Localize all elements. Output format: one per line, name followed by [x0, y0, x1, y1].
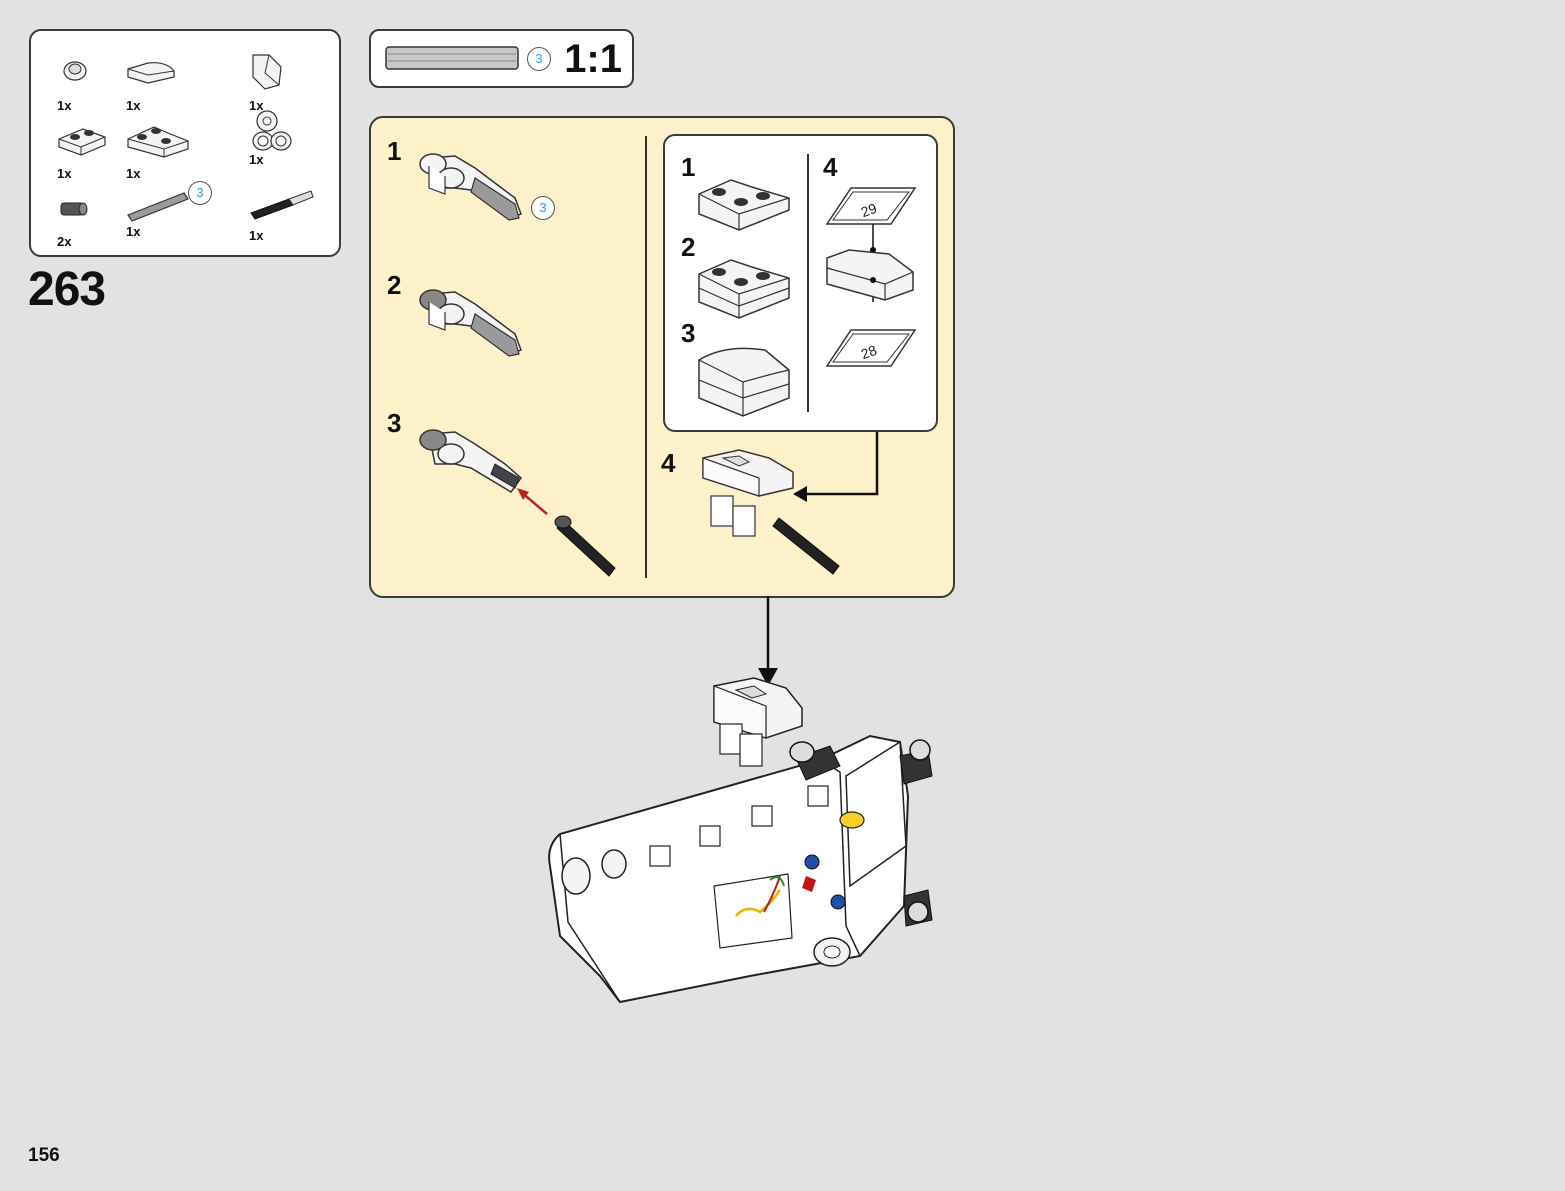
callout-step-label: 2	[387, 270, 402, 300]
part-quantity: 1x	[126, 224, 141, 239]
bush-icon	[60, 202, 88, 216]
parts-list-item: 1x	[126, 53, 216, 113]
sub-step-label: 4	[823, 152, 838, 182]
part-quantity: 1x	[57, 98, 72, 113]
sub-step-label: 1	[681, 152, 696, 182]
axle-length-callout: 3	[531, 196, 555, 220]
part-quantity: 2x	[57, 234, 72, 249]
step-4-assembly-icon	[702, 449, 840, 575]
axle-length-callout: 3	[188, 181, 212, 205]
axle-pin-icon	[250, 190, 314, 220]
parts-list-item: 1x	[126, 121, 216, 181]
parts-list-item: 1x	[57, 53, 147, 113]
parts-list-item: 3 1x	[126, 179, 236, 239]
parts-list-item: 1x	[249, 107, 339, 167]
curved-slope-icon	[127, 62, 175, 84]
axle-connector-icon	[252, 110, 292, 151]
part-quantity: 1x	[249, 152, 264, 167]
scale-label: 1:1	[564, 37, 622, 81]
sub-callout-divider	[807, 154, 809, 412]
plate-stack-step-icon	[698, 259, 790, 319]
parts-list-item: 1x	[57, 121, 147, 181]
parts-list-item: 1x	[249, 53, 339, 113]
sticker-application-icon	[825, 187, 917, 367]
part-quantity: 1x	[126, 98, 141, 113]
callout-step-label: 1	[387, 136, 402, 166]
main-model-illustration	[548, 677, 933, 1004]
sticker-sub-callout: 1 2 3 4 29 28	[663, 134, 938, 432]
axle-length-callout: 3	[527, 47, 551, 71]
parts-list-item: 2x	[57, 189, 147, 249]
sub-step-label: 3	[681, 318, 696, 348]
corner-plate-icon	[127, 126, 189, 158]
part-quantity: 1x	[249, 228, 264, 243]
step-2-assembly-icon	[419, 289, 522, 357]
part-quantity: 1x	[126, 166, 141, 181]
plate-step-icon	[698, 179, 790, 231]
axle-scale-icon	[385, 46, 519, 70]
pipe-connector-icon	[63, 61, 87, 81]
plate-1x2-icon	[58, 128, 106, 156]
callout-step-label: 3	[387, 408, 402, 438]
axle-3-icon	[127, 192, 189, 222]
parts-list-item: 1x	[249, 183, 339, 243]
step-1-assembly-icon	[419, 153, 522, 221]
step-number: 263	[28, 263, 106, 316]
sub-step-label: 2	[681, 232, 696, 262]
page-number: 156	[28, 1145, 60, 1166]
wedge-slope-icon	[252, 54, 282, 90]
step-3-assembly-icon	[419, 429, 616, 577]
connector-arrow-icon	[793, 432, 879, 502]
part-quantity: 1x	[57, 166, 72, 181]
part-quantity: 1x	[249, 98, 264, 113]
parts-list: 1x 1x 1x 1x 1x	[29, 29, 341, 257]
scale-reference-box: 3 1:1	[369, 29, 634, 88]
attach-arrow-icon	[758, 596, 778, 686]
callout-divider	[645, 136, 647, 578]
callout-step-label: 4	[661, 448, 676, 478]
slope-step-icon	[698, 347, 790, 417]
